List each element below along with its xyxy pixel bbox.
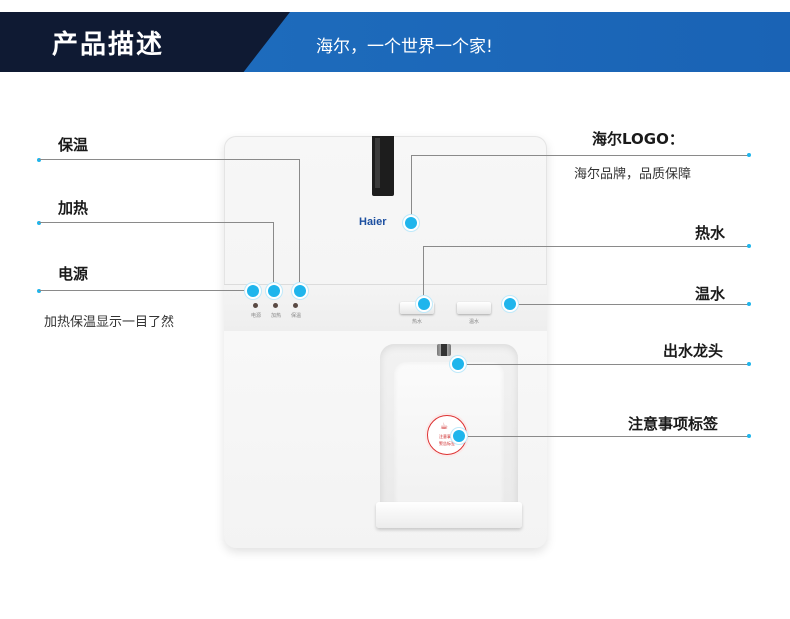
keep-warm-end-dot [37, 158, 41, 162]
logo-end-dot [747, 153, 751, 157]
hot-water-connector-h [423, 246, 749, 247]
keep-warm-indicator-text: 保温 [290, 313, 301, 319]
banner-slogan: 海尔，一个世界一个家! [316, 37, 493, 57]
caution-label-title: 注意事项标签 [628, 415, 719, 433]
power-indicator-led [253, 303, 258, 308]
caution-sticker-text-1: 注意事项 [439, 434, 455, 439]
keep-warm-marker-dot [294, 285, 306, 297]
keep-warm-label: 保温 [58, 136, 89, 154]
banner-title-block [0, 12, 290, 72]
caution-marker-dot [453, 430, 465, 442]
heating-indicator-led [273, 303, 278, 308]
faucet-marker-dot [452, 358, 464, 370]
warm-water-end-dot [747, 302, 751, 306]
hot-water-connector-v [423, 246, 424, 304]
power-marker-dot [247, 285, 259, 297]
keep-warm-connector-h [39, 159, 300, 160]
drip-tray [376, 502, 522, 528]
hot-water-button-text: 热水 [411, 319, 422, 325]
warm-water-button-text: 温水 [468, 319, 479, 325]
heating-label: 加热 [58, 199, 89, 217]
device-brand-logo: Haier [359, 216, 387, 228]
keep-warm-connector-v [299, 159, 300, 290]
power-indicator-text: 电源 [250, 313, 261, 319]
logo-marker-dot [405, 217, 417, 229]
faucet-end-dot [747, 362, 751, 366]
power-label: 电源 [58, 265, 89, 283]
logo-label: 海尔LOGO： [592, 130, 684, 148]
faucet-connector-h [462, 364, 749, 365]
heating-indicator-text: 加热 [270, 313, 281, 319]
keep-warm-indicator-led [293, 303, 298, 308]
caution-sticker-text-2: 警告标签 [439, 441, 455, 446]
caution-end-dot [747, 434, 751, 438]
power-connector-h [39, 290, 251, 291]
header-banner: 产品描述 海尔，一个世界一个家! [0, 12, 790, 72]
heating-marker-dot [268, 285, 280, 297]
hot-water-end-dot [747, 244, 751, 248]
page-title: 产品描述 [52, 30, 165, 60]
logo-connector-h [411, 155, 749, 156]
hot-water-marker-dot [418, 298, 430, 310]
warm-water-label: 温水 [695, 285, 726, 303]
heating-connector-h [39, 222, 274, 223]
water-dispenser-image: Haier 电源 加热 保温 热水 温水 ☕ 注意事项 警告标签 [224, 136, 547, 548]
warm-water-button[interactable] [457, 302, 491, 314]
heating-end-dot [37, 221, 41, 225]
logo-description: 海尔品牌，品质保障 [574, 167, 692, 182]
cup-icon: ☕ [440, 422, 449, 432]
power-description: 加热保温显示一目了然 [44, 315, 175, 330]
water-spout [437, 344, 451, 356]
warm-water-connector-h [512, 304, 749, 305]
power-end-dot [37, 289, 41, 293]
logo-window [372, 136, 394, 196]
heating-connector-v [273, 222, 274, 290]
caution-connector-h [464, 436, 749, 437]
hot-water-label: 热水 [695, 224, 726, 242]
warm-water-marker-dot [504, 298, 516, 310]
faucet-label: 出水龙头 [663, 342, 724, 360]
logo-connector-v [411, 155, 412, 223]
